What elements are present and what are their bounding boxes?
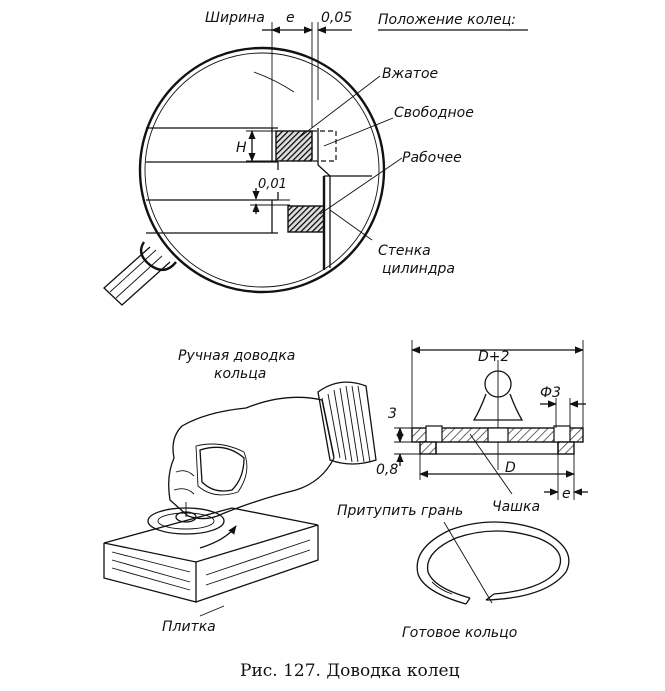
label-e-cup: e <box>562 486 571 502</box>
hand-title-2: кольца <box>214 366 266 382</box>
finished-ring <box>416 521 570 605</box>
label-h: H <box>236 140 247 156</box>
label-width: Ширина <box>205 10 265 26</box>
magnifier-lens <box>138 46 386 294</box>
label-gap: 0,05 <box>321 10 352 26</box>
leader-working <box>319 157 403 215</box>
ring-free-outline <box>311 130 337 162</box>
label-d: D <box>505 460 516 476</box>
label-plate: Плитка <box>162 619 216 635</box>
leader-blunt-edge <box>443 521 493 604</box>
label-three: 3 <box>388 406 397 422</box>
hand <box>168 381 377 520</box>
magnifier-handle <box>103 246 171 306</box>
cup-drawing <box>394 340 588 500</box>
label-working: Рабочее <box>402 150 462 166</box>
label-d-plus: D+2 <box>478 349 510 365</box>
label-wall-1: Стенка <box>378 243 431 259</box>
ring-on-plate <box>147 502 225 535</box>
h-dimension <box>246 130 276 162</box>
ring-working <box>287 205 325 233</box>
leader-free <box>323 117 394 147</box>
width-dimension <box>262 22 352 128</box>
cylinder-wall <box>317 128 372 270</box>
hand-title-1: Ручная доводка <box>178 348 295 364</box>
leader-plate <box>199 605 225 617</box>
leader-wall <box>329 209 373 241</box>
label-blunt-edge: Притупить грань <box>337 503 463 519</box>
ring-compressed <box>275 130 313 162</box>
magnifier-glass <box>103 46 386 306</box>
label-cup: Чашка <box>492 499 540 515</box>
label-finished-ring: Готовое кольцо <box>402 625 517 641</box>
label-phi: Ф3 <box>540 385 561 401</box>
label-clearance: 0,01 <box>258 177 287 192</box>
label-free: Свободное <box>394 105 474 121</box>
label-wall-2: цилиндра <box>382 261 455 277</box>
lapping-plate <box>103 507 319 603</box>
label-e-top: e <box>286 10 295 26</box>
clearance-dimension <box>250 188 290 214</box>
label-compressed: Вжатое <box>382 66 438 82</box>
figure-caption: Рис. 127. Доводка колец <box>240 661 460 681</box>
label-zero-eight: 0,8 <box>376 462 398 478</box>
leader-compressed <box>295 75 381 141</box>
positions-title: Положение колец: <box>378 12 516 28</box>
piston-section <box>146 127 279 234</box>
magnifier-collar <box>139 241 177 271</box>
